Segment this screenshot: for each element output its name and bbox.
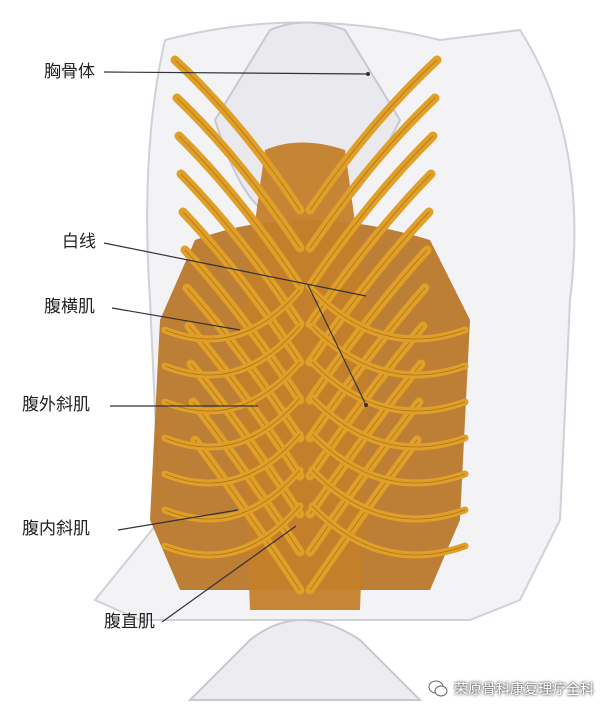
pelvis [187,619,423,701]
fibre-lower-left-6-edge [164,505,301,556]
fibre-lower-right-4-edge [311,433,466,484]
fibre-lower-right-5-edge [311,469,466,520]
dot-linea [364,403,368,407]
fibre-right-5-edge [309,249,428,401]
fibre-lower-left-2-edge [164,361,301,412]
label-external-oblique: 腹外斜肌 [22,395,90,415]
fibre-lower-right-0-edge [311,289,466,340]
watermark: 荣原骨科康复理疗全科 [428,679,594,699]
fibre-left-10-edge [194,439,301,591]
fibre-lower-left-3-edge [164,397,301,448]
fibre-lower-right-1-edge [311,325,466,376]
leader-sternum [103,71,369,75]
oblique-fibres-right [305,55,469,595]
leader-linea [103,242,367,297]
fibre-left-1-edge [176,97,301,249]
leader-dots [364,72,370,407]
leader-linea-2 [307,284,367,406]
fibre-lower-left-5-edge [164,469,301,520]
label-sternum: 胸骨体 [44,62,95,82]
fibre-left-0-edge [174,59,301,211]
dot-sternum [366,72,370,76]
fibre-lower-right-3-edge [311,397,466,448]
watermark-text: 荣原骨科康复理疗全科 [454,682,594,698]
fibre-left-9-edge [192,401,301,553]
oblique-fibres-left [161,55,305,595]
label-rectus: 腹直肌 [104,612,155,632]
fibre-left-8-edge [190,363,301,515]
fibre-left-2-edge [178,135,301,287]
leader-lines [103,71,369,623]
fibre-lower-left-4-edge [164,433,301,484]
fibre-right-6-edge [309,287,426,439]
label-internal-oblique: 腹内斜肌 [22,519,90,539]
fibre-right-1-edge [309,97,436,249]
fibre-lower-right-2-edge [311,361,466,412]
fibre-right-9-edge [309,401,420,553]
leader-int [117,509,239,531]
fibre-right-0-edge [309,59,438,211]
fibre-right-8-edge [309,363,422,515]
wechat-icon [428,680,448,697]
label-transversus: 腹横肌 [44,297,95,317]
fibre-right-2-edge [309,135,434,287]
fibre-lower-right-6-edge [311,505,466,556]
leader-rect [161,525,297,623]
leader-trans [111,307,241,331]
fibre-lower-left-0-edge [164,289,301,340]
label-linea-alba: 白线 [62,232,96,252]
fibre-lower-left-1-edge [164,325,301,376]
